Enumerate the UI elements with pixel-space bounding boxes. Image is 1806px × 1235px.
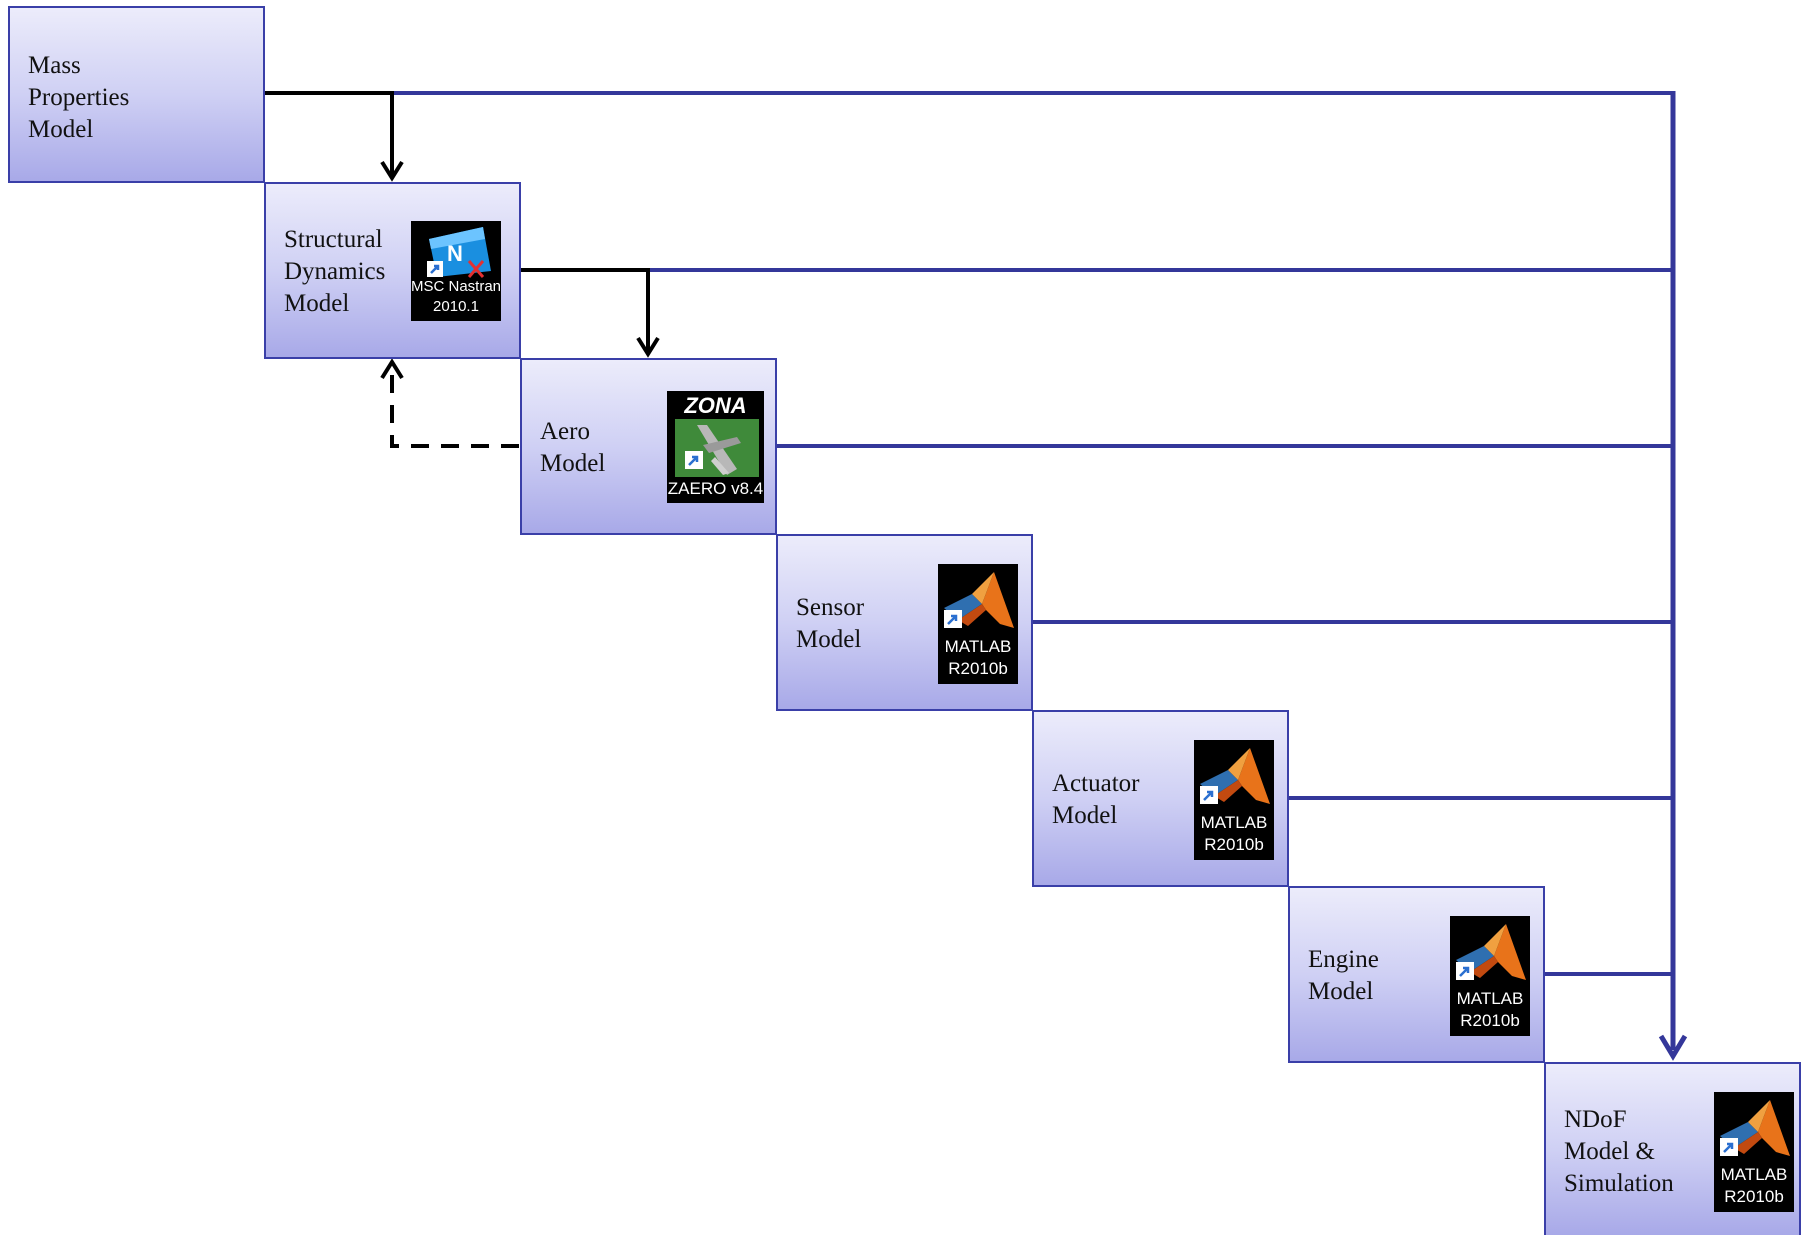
icon-caption-line: MATLAB	[1720, 1165, 1788, 1184]
icon-caption: MATLAB R2010b	[1450, 988, 1530, 1032]
matlab-icon[interactable]: MATLAB R2010b	[938, 564, 1018, 684]
aero-to-structural-arrowhead	[380, 358, 404, 380]
box-label-line: Model	[1308, 978, 1374, 1005]
box-label-line: Model	[1052, 802, 1118, 829]
matlab-logo-icon	[944, 572, 1014, 628]
icon-caption-line: MATLAB	[944, 637, 1012, 656]
aero-model-box: Aero Model ZONA ZAERO v8.4	[520, 358, 777, 535]
box-label-line: Properties	[28, 84, 130, 111]
sensor-model-box: Sensor Model MATLAB R2010b	[776, 534, 1033, 711]
box-label-line: Model	[28, 116, 94, 143]
structural-dynamics-box: Structural Dynamics Model N MSC Nastran …	[264, 182, 521, 359]
mass-properties-label: Mass Properties Model	[28, 50, 129, 146]
box-label-line: Dynamics	[284, 258, 386, 285]
icon-caption-line: MSC Nastran	[411, 278, 501, 295]
nastran-logo-icon: N	[427, 227, 491, 278]
icon-caption: MATLAB R2010b	[1194, 812, 1274, 856]
black-arrows	[264, 91, 660, 448]
ndof-simulation-box: NDoF Model & Simulation MATLAB R2010b	[1544, 1062, 1801, 1235]
box-label-line: Mass	[28, 52, 81, 79]
aero-to-structural-dashed-arrow	[390, 364, 519, 448]
engine-model-label: Engine Model	[1308, 944, 1379, 1008]
icon-caption-line: R2010b	[1724, 1187, 1784, 1206]
icon-caption: ZAERO v8.4	[667, 479, 764, 499]
aero-model-label: Aero Model	[540, 416, 605, 480]
mass-to-structural-arrow	[264, 91, 394, 176]
box-label-line: Actuator	[1052, 770, 1140, 797]
mass-to-structural-arrowhead	[380, 160, 404, 182]
box-label-line: Model	[284, 290, 350, 317]
matlab-logo-icon	[1200, 748, 1270, 804]
box-label-line: Aero	[540, 418, 590, 445]
msc-nastran-icon[interactable]: N MSC Nastran 2010.1	[411, 221, 501, 321]
matlab-icon[interactable]: MATLAB R2010b	[1450, 916, 1530, 1036]
engine-model-box: Engine Model MATLAB R2010b	[1288, 886, 1545, 1063]
icon-caption-line: MATLAB	[1200, 813, 1268, 832]
icon-caption: MATLAB R2010b	[938, 636, 1018, 680]
icon-caption-line: 2010.1	[433, 298, 479, 315]
icon-caption: MATLAB R2010b	[1714, 1164, 1794, 1208]
box-label-line: Model &	[1564, 1138, 1655, 1165]
svg-text:N: N	[447, 241, 463, 266]
actuator-model-box: Actuator Model MATLAB R2010b	[1032, 710, 1289, 887]
output-connectors	[264, 91, 1688, 1061]
icon-caption-line: MATLAB	[1456, 989, 1524, 1008]
zaero-icon[interactable]: ZONA ZAERO v8.4	[667, 391, 764, 503]
zona-brand: ZONA	[684, 393, 747, 418]
icon-caption-line: R2010b	[1204, 835, 1264, 854]
ndof-arrowhead	[1658, 1034, 1688, 1061]
icon-caption-line: R2010b	[1460, 1011, 1520, 1030]
box-label-line: Model	[540, 450, 606, 477]
structural-to-aero-arrowhead	[636, 336, 660, 358]
icon-caption: MSC Nastran 2010.1	[411, 277, 501, 317]
mass-properties-box: Mass Properties Model	[8, 6, 265, 183]
ndof-simulation-label: NDoF Model & Simulation	[1564, 1104, 1674, 1200]
icon-caption-line: ZAERO v8.4	[667, 479, 764, 498]
structural-to-aero-arrow	[520, 268, 650, 352]
actuator-model-label: Actuator Model	[1052, 768, 1139, 832]
jet-image-icon	[675, 419, 759, 477]
box-label-line: NDoF	[1564, 1106, 1627, 1133]
box-label-line: Sensor	[796, 594, 865, 621]
box-label-line: Simulation	[1564, 1170, 1674, 1197]
box-label-line: Model	[796, 626, 862, 653]
matlab-logo-icon	[1720, 1100, 1790, 1156]
matlab-icon[interactable]: MATLAB R2010b	[1714, 1092, 1794, 1212]
box-label-line: Structural	[284, 226, 383, 253]
matlab-icon[interactable]: MATLAB R2010b	[1194, 740, 1274, 860]
sensor-model-label: Sensor Model	[796, 592, 864, 656]
icon-caption-line: R2010b	[948, 659, 1008, 678]
matlab-logo-icon	[1456, 924, 1526, 980]
structural-dynamics-label: Structural Dynamics Model	[284, 224, 385, 320]
box-label-line: Engine	[1308, 946, 1379, 973]
